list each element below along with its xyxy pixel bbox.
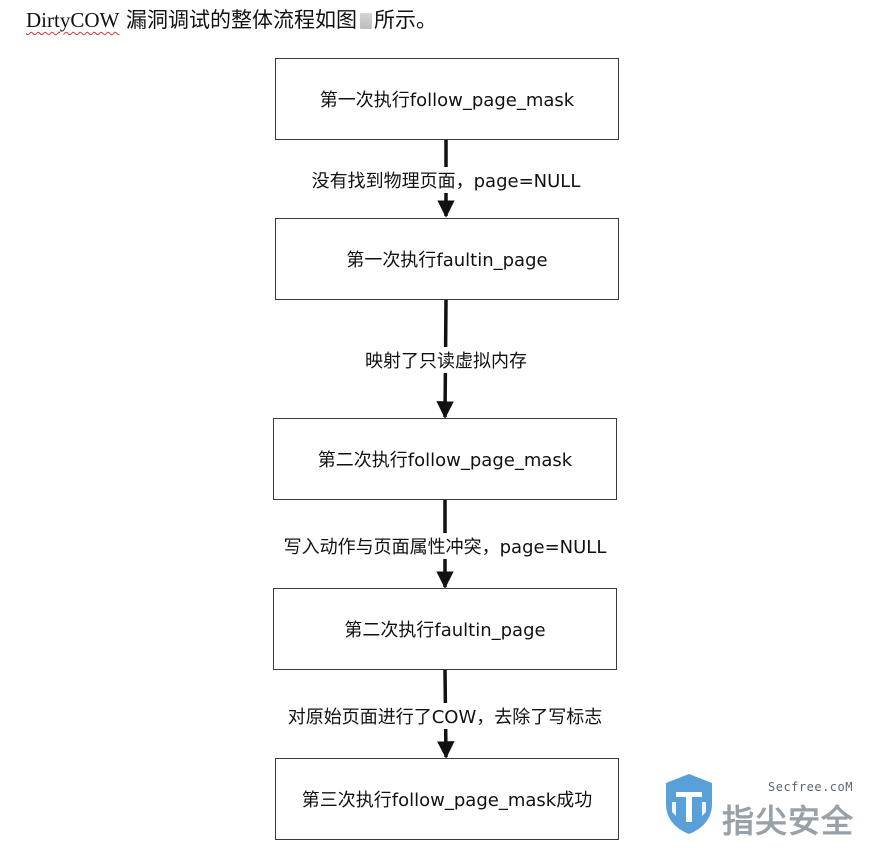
- step-box-4: 第二次执行faultin_page: [273, 588, 617, 670]
- transition-label-2: 映射了只读虚拟内存: [361, 347, 531, 373]
- heading-suffix: 所示。: [374, 8, 438, 32]
- step-label-1: 第一次执行follow_page_mask: [319, 90, 575, 111]
- transition-label-4: 对原始页面进行了COW，去除了写标志: [283, 703, 607, 729]
- step-box-5: 第三次执行follow_page_mask成功: [275, 758, 619, 840]
- step-box-2: 第一次执行faultin_page: [275, 218, 619, 300]
- step-label-5: 第三次执行follow_page_mask成功: [301, 790, 593, 811]
- step-label-4: 第二次执行faultin_page: [344, 620, 546, 641]
- watermark-brand: 指尖安全: [722, 802, 855, 840]
- watermark-site: Secfree.coM: [768, 780, 853, 794]
- document-icon: [360, 13, 373, 29]
- page-heading: DirtyCOW 漏洞调试的整体流程如图所示。: [26, 6, 437, 34]
- step-label-3: 第二次执行follow_page_mask: [317, 450, 573, 471]
- heading-prefix: DirtyCOW: [26, 8, 120, 32]
- heading-text: 漏洞调试的整体流程如图: [119, 8, 358, 32]
- transition-label-3: 写入动作与页面属性冲突，page=NULL: [279, 533, 611, 559]
- watermark: Secfree.coM 指尖安全: [662, 770, 862, 840]
- step-box-3: 第二次执行follow_page_mask: [273, 418, 617, 500]
- step-label-2: 第一次执行faultin_page: [346, 250, 548, 271]
- step-box-1: 第一次执行follow_page_mask: [275, 58, 619, 140]
- shield-logo-icon: [666, 774, 712, 834]
- transition-label-1: 没有找到物理页面，page=NULL: [307, 167, 585, 193]
